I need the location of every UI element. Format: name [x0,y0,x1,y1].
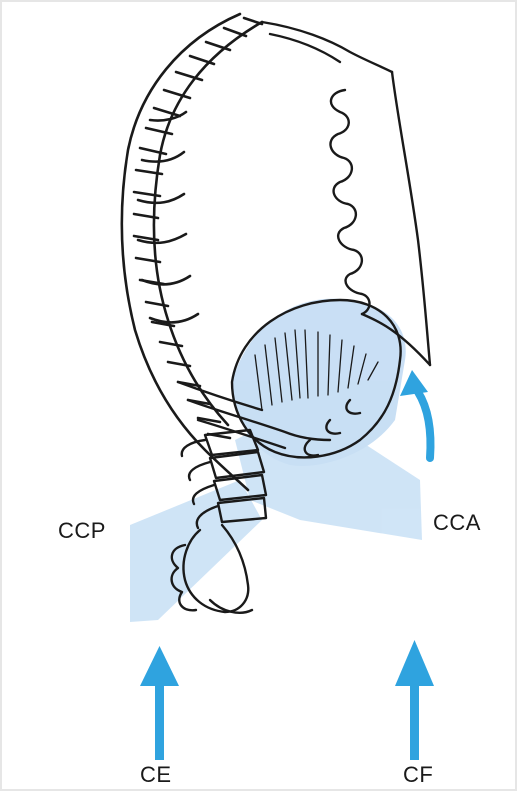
upper-rib-arc-inner [270,34,340,62]
ce-arrow [140,646,179,760]
label-ccp: CCP [58,518,106,544]
sternum-line [392,72,430,365]
cca-curved-arrow [400,370,431,458]
upper-rib-arc [262,22,392,72]
label-cf: CF [403,762,433,788]
anterior-rib-ends [330,90,369,314]
label-ce: CE [140,762,172,788]
cf-arrow [395,640,434,760]
label-cca: CCA [433,510,481,536]
spine-outer-contour [122,14,248,490]
arrows [140,640,434,760]
